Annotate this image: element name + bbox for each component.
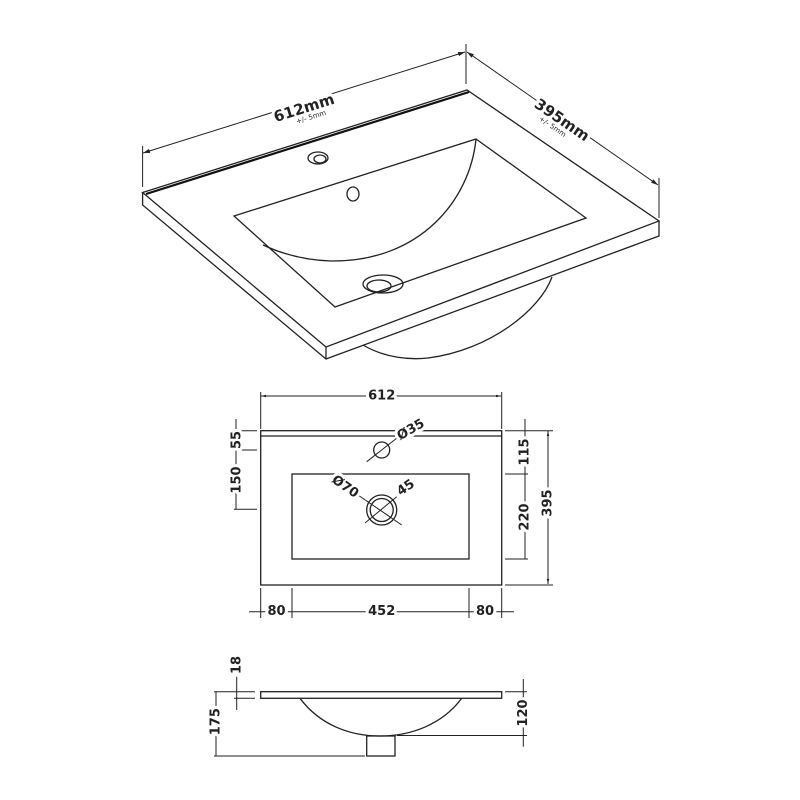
bowl-curve	[262, 138, 477, 262]
plan-view: Ø35 Ø70 45 612 55 150 115 220 395 80 452…	[227, 386, 559, 623]
left-extension-lines	[234, 430, 257, 510]
side-view: 18 175 120	[206, 653, 534, 757]
waste-drain	[362, 274, 404, 294]
right-extension-lines	[505, 430, 553, 586]
width-dimension-line	[142, 51, 466, 154]
back-to-tap-label: 55	[230, 431, 245, 449]
overall-width-label: 612	[368, 389, 395, 404]
back-to-basin-label: 150	[230, 466, 245, 493]
bottom-extension-lines	[260, 588, 503, 618]
tap-hole-circle	[373, 441, 391, 459]
waste-diameter: Ø70	[329, 472, 361, 501]
slab-front-edge	[141, 192, 660, 360]
right-back-to-basin-label: 115	[518, 438, 533, 465]
waste-outer-circle	[366, 494, 398, 526]
waste-inner-circle	[369, 497, 394, 523]
side-waste	[366, 735, 396, 757]
side-bowl	[299, 697, 463, 737]
right-margin-label: 80	[476, 604, 494, 619]
waste-inner-size: 45	[394, 477, 417, 500]
slab-thickness-label: 18	[230, 656, 245, 674]
isometric-view: 612mm +/- 5mm 395mm +/- 5mm	[141, 44, 661, 360]
bowl-depth-label: 120	[516, 699, 531, 726]
overall-depth-label: 395	[541, 489, 556, 516]
top-extension-lines	[260, 392, 503, 429]
side-left-extensions	[214, 691, 365, 757]
waste-drain-inner	[366, 279, 392, 293]
waste-leaders	[357, 494, 402, 526]
bowl-underside	[362, 276, 553, 360]
basin-depth-label: 220	[518, 503, 533, 530]
basin-width-label: 452	[368, 604, 395, 619]
depth-dimension-line	[466, 51, 659, 186]
tap-hole-diameter: Ø35	[395, 416, 428, 444]
side-slab	[260, 691, 503, 699]
basin-opening	[232, 138, 588, 308]
slab-outline	[260, 430, 503, 586]
basin-outline	[291, 473, 470, 560]
tap-hole-leader	[366, 437, 398, 463]
overflow-hole-inner	[313, 154, 327, 164]
left-margin-label: 80	[267, 604, 285, 619]
tap-hole	[346, 186, 360, 202]
overall-height-label: 175	[209, 708, 224, 735]
